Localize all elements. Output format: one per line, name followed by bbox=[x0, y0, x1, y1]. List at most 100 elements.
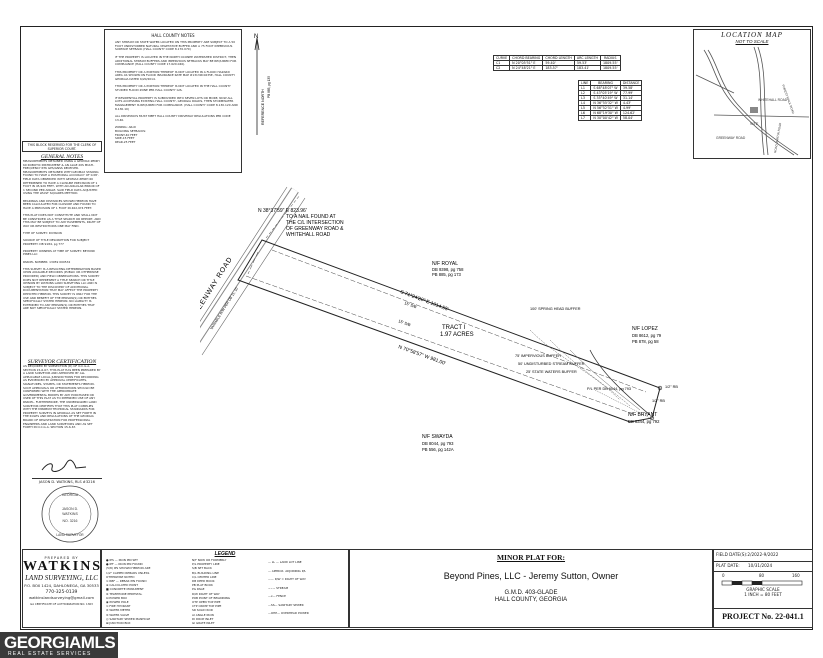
legend-item: ⊡ POWER BOX bbox=[106, 595, 127, 600]
legend-item: S/B SET BACK bbox=[192, 566, 212, 571]
legend-item: — LL — LAND LOT LINE bbox=[268, 560, 302, 564]
plat-date-label: PLAT DATE: bbox=[716, 563, 740, 568]
state-waters-buffer: 25' STATE WATERS BUFFER bbox=[526, 370, 577, 374]
curve-cell: N 24°48'21" E bbox=[509, 65, 544, 71]
company-phone: 770-325-0139 bbox=[45, 590, 78, 596]
lopez-1: N/F LOPEZ bbox=[632, 326, 658, 332]
legend-title: LEGEND bbox=[214, 551, 236, 557]
scale-tick-0: 0 bbox=[722, 573, 725, 578]
legend-item: R/W RIGHT OF WAY bbox=[192, 591, 220, 596]
company-sub: LAND SURVEYING, LLC bbox=[25, 574, 98, 583]
legend-item: ⊛ WATER VALVE bbox=[106, 612, 130, 617]
owner-name: Beyond Pines, LLC - Jeremy Sutton, Owner bbox=[443, 571, 619, 581]
loc-martin: ROAD MARTIN ROAD bbox=[773, 122, 782, 153]
surveyor-cert: SURVEYOR CERTIFICATION AS REQUIRED BY SU… bbox=[23, 359, 101, 430]
bryant-2: DB 8344, pg 792 bbox=[628, 419, 660, 424]
legend-item: ⊙ FIRE HYDRANT bbox=[106, 604, 131, 609]
spring-buffer: 100' SPRING HEAD BUFFER bbox=[530, 307, 581, 311]
legend-item: SR SOLID ROD bbox=[192, 608, 213, 613]
surveyor-cert-title: SURVEYOR CERTIFICATION bbox=[27, 359, 97, 365]
company-email: watkinslandsurveying@gmail.com bbox=[28, 594, 95, 600]
loc-greenway: GREENWAY ROAD bbox=[716, 136, 746, 140]
loc-site: SITE bbox=[750, 122, 759, 126]
legend-item: C/L CENTER LINE bbox=[192, 574, 217, 579]
company-cert: GA CERTIFICATE OF AUTHORIZATION NO. 1363 bbox=[30, 602, 93, 607]
legend-item: ⊙ RBF — REBAR PIN FOUND bbox=[106, 579, 147, 584]
legend-item: ⊗ TELEPHONE PEDESTAL bbox=[106, 591, 143, 596]
tie-line-1: N 38°37'59" E 823.96' bbox=[258, 208, 307, 214]
setback-top: 15' S/B bbox=[404, 300, 418, 309]
legend-item: ⊕ CALCULATED POINT bbox=[106, 583, 139, 588]
surveyor-cert-body: AS REQUIRED BY SUBSECTION (D) OF O.C.G.A… bbox=[23, 364, 102, 430]
legend-item: DB DEED BOOK bbox=[192, 579, 215, 584]
company-address: P.O. BOX 1424, DAHLONEGA, GA 30533 bbox=[24, 583, 99, 589]
legend-item: OTHERWISE NOTED bbox=[106, 574, 135, 579]
legend-block: LEGEND ● IPS — IRON PIN SET● IPF — IRON … bbox=[101, 549, 349, 628]
line-cell: L7 bbox=[577, 115, 592, 121]
clerk-text: THIS BLOCK RESERVED FOR THE CLERK OF SUP… bbox=[27, 143, 97, 152]
signature bbox=[41, 459, 87, 472]
lopez-3: PB 878, pg 58 bbox=[632, 339, 659, 344]
county-label: HALL COUNTY, GEORGIA bbox=[494, 597, 568, 603]
bottom-line-label: N 70°58'57" W 981.00' bbox=[397, 344, 446, 367]
loc-whitehall: WHITEHALL ROAD bbox=[758, 98, 788, 102]
legend-item: AI ANGLE IRON bbox=[192, 612, 214, 617]
svg-text:GEORGIA: GEORGIA bbox=[62, 493, 79, 497]
impervious-buffer: 75' IMPERVIOUS BUFFER bbox=[515, 354, 561, 358]
legend-item: ⊞ JUNCTION BOX bbox=[106, 621, 131, 626]
tract-acres: 1.97 ACRES bbox=[440, 332, 474, 338]
legend-item: —SS— SANITARY SEWER bbox=[268, 602, 304, 607]
surveyor-seal: GEORGIA LAND SURVEYOR JASON D. WATKINS N… bbox=[41, 485, 99, 543]
tract-name: TRACT I bbox=[442, 325, 466, 331]
surveyor-signer: JASON D. WATKINS, RLS #3216 bbox=[32, 478, 102, 484]
legend-item: GI GRATE INLET bbox=[192, 621, 215, 626]
curve-cell: 183.41' bbox=[573, 65, 601, 71]
plat-date: 10/31/2024 bbox=[748, 563, 773, 568]
legend-item: ● IPF — IRON PIN FOUND bbox=[106, 562, 143, 567]
preparer-block: PREPARED BY WATKINS LAND SURVEYING, LLC … bbox=[22, 549, 101, 628]
legend-item: (5/8) IPS SHOWN HEREON ARE bbox=[106, 566, 151, 571]
gmd-label: G.M.D. 403-GLADE bbox=[504, 590, 558, 596]
general-notes-body: MEASUREMENTS OBTAINED USING A GEOMAX ZEN… bbox=[23, 159, 102, 311]
rebar-1: 1/2" RB bbox=[665, 385, 678, 389]
location-map-drawing: WHITEHALL ROAD GREENWAY ROAD SITE ROAD M… bbox=[695, 46, 810, 156]
plan-drawing: N REFERENCE NORTH PB 885, pg 135 GREENWA… bbox=[200, 34, 678, 452]
legend-item: ● IPS — IRON PIN SET bbox=[106, 558, 138, 562]
legend-item: P/L PROPERTY LINE bbox=[192, 562, 220, 567]
legend-item: PG PAGE bbox=[192, 587, 205, 592]
tie-line-3: THE C/L INTERSECTION bbox=[286, 220, 344, 226]
tie-line-4: OF GREENWAY ROAD & bbox=[286, 226, 344, 232]
royal-3: PB 885, pg 173 bbox=[432, 272, 462, 277]
swayda-2: DB 8044, pg 793 bbox=[422, 441, 454, 446]
svg-text:LAND SURVEYOR: LAND SURVEYOR bbox=[56, 533, 84, 537]
company-name: WATKINS bbox=[23, 559, 103, 575]
legend-item: —OHP— OVERHEAD POWER bbox=[268, 611, 309, 615]
legend-item: ◉ POWER POLE bbox=[106, 600, 129, 605]
general-notes: GENERAL NOTES MEASUREMENTS OBTAINED USIN… bbox=[23, 154, 101, 311]
location-map-subtitle: NOT TO SCALE bbox=[735, 39, 769, 44]
svg-text:WATKINS: WATKINS bbox=[62, 512, 78, 516]
legend-item: DI DROP INLET bbox=[192, 616, 214, 621]
svg-text:JASON D.: JASON D. bbox=[62, 507, 78, 511]
county-notes-body: ANY STREAM OR STATE WATER LOCATED ON THI… bbox=[115, 40, 238, 144]
legend-item: ⊚ WATER METER bbox=[106, 608, 131, 613]
setback-bottom: 15' S/B bbox=[398, 318, 412, 327]
legend-item: ~~~ STREAM bbox=[268, 585, 289, 590]
graphic-scale-bar bbox=[721, 580, 803, 586]
tie-line-5: WHITEHALL ROAD bbox=[286, 232, 331, 238]
north-label: N bbox=[254, 34, 258, 40]
scale-label: GRAPHIC SCALE bbox=[746, 587, 780, 592]
legend-item: N/F NOW OR FORMERLY bbox=[192, 558, 227, 562]
county-notes-title: HALL COUNTY NOTES bbox=[151, 33, 195, 38]
rebar-2: 1/2" RB bbox=[652, 399, 665, 403]
clerk-box: THIS BLOCK RESERVED FOR THE CLERK OF SUP… bbox=[22, 141, 102, 152]
line-cell: 58.04' bbox=[619, 115, 643, 121]
georgiamls-watermark: GEORGIAMLS REAL ESTATE SERVICES bbox=[0, 632, 118, 658]
legend-item: ■ CONCRETE MONUMENT bbox=[106, 587, 144, 592]
legend-item: CTP CRIMP TOP PIPE bbox=[192, 604, 222, 609]
legend-item: —x— FENCE bbox=[268, 594, 286, 598]
